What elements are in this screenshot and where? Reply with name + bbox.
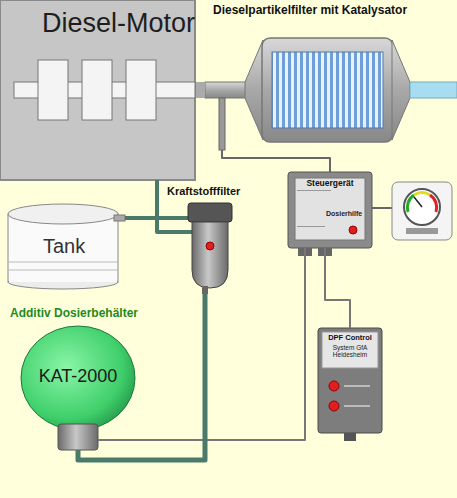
dpf-control-illustration — [318, 328, 382, 441]
fuel-filter: Kraftstofffilter — [165, 184, 255, 294]
filter-label: Kraftstofffilter — [167, 185, 240, 198]
engine-illustration — [0, 0, 195, 180]
dpf-control-box: DPF ControlSystem GfA Heidesheim — [318, 328, 382, 433]
particle-filter: Dieselpartikelfilter mit Katalysator — [205, 2, 457, 150]
connector-line — [153, 248, 305, 440]
unit-title: Steuergerät — [288, 179, 372, 189]
tank-label: Tank — [43, 235, 85, 258]
box-subtitle: System GfA Heidesheim — [323, 344, 377, 359]
fuel-tank: Tank — [5, 200, 125, 290]
tank-heading: Additiv Dosierbehälter — [10, 307, 138, 321]
additive-tank: Additiv DosierbehälterKAT-2000 — [8, 305, 153, 450]
pressure-gauge — [392, 182, 452, 240]
filter-heading: Dieselpartikelfilter mit Katalysator — [213, 4, 407, 18]
control-unit-illustration — [288, 172, 392, 256]
tank-illustration — [8, 204, 125, 289]
engine-title: Diesel-Motor — [42, 8, 195, 39]
connector-line — [157, 180, 165, 232]
dpf-illustration — [205, 38, 457, 150]
box-title: DPF Control — [322, 334, 378, 343]
engine-box: Diesel-Motor — [0, 0, 196, 180]
connector-line — [222, 150, 330, 172]
connector-line — [196, 82, 205, 98]
additive-tank-illustration — [21, 326, 153, 450]
tank-label: KAT-2000 — [8, 366, 148, 387]
control-unit: SteuergerätDosierhilfe — [288, 172, 373, 248]
fuel-filter-illustration — [165, 203, 232, 294]
connector-line — [325, 248, 350, 328]
unit-subtitle: Dosierhilfe — [326, 210, 362, 218]
